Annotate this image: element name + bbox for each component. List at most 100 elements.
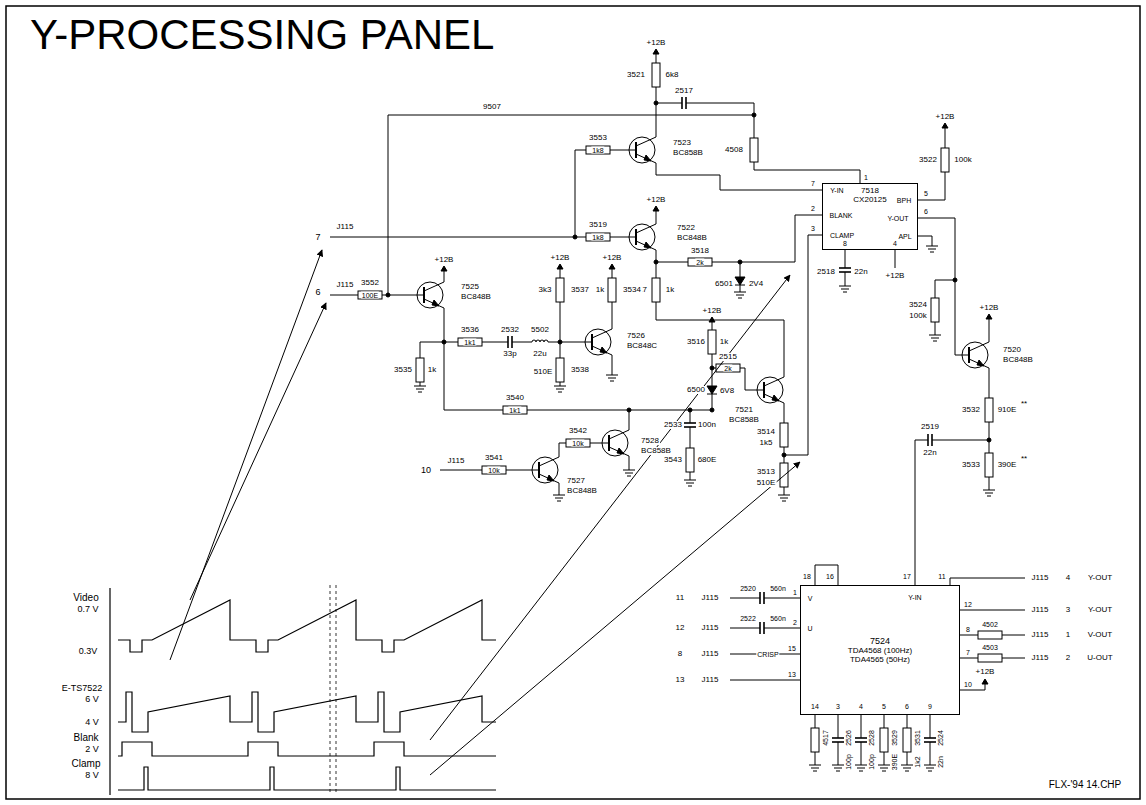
wire — [815, 565, 838, 585]
part-label: +12B — [702, 307, 723, 315]
part-label: 7 — [810, 180, 816, 187]
wire — [730, 628, 760, 629]
part-label: 1 — [1065, 631, 1071, 639]
wire — [845, 250, 846, 268]
part-label: J115 — [701, 650, 720, 658]
part-label: 1 — [792, 589, 798, 596]
signal-label: Clamp — [71, 759, 102, 769]
part-label: 9 — [927, 703, 933, 710]
wire — [420, 342, 444, 358]
wire — [590, 443, 595, 444]
leader-line — [430, 462, 800, 775]
supply-symbol — [609, 264, 615, 269]
axis-line — [109, 588, 110, 795]
resistor-symbol — [811, 728, 819, 752]
part-label: 2k — [723, 365, 732, 372]
part-label: 6500 — [686, 386, 706, 394]
part-label: BC858B — [672, 149, 704, 157]
ground-symbol — [414, 386, 426, 392]
part-label: BC858B — [728, 416, 760, 424]
wire — [656, 103, 682, 104]
part-label: 6 — [904, 703, 910, 710]
ic-number: 7524 — [870, 636, 890, 646]
wire — [764, 598, 800, 599]
wire — [935, 280, 955, 298]
part-label: Y-OUT — [1087, 606, 1113, 614]
part-label: 3541 — [484, 454, 504, 462]
part-label: 1k1 — [463, 339, 476, 346]
part-label: 2522 — [739, 615, 757, 622]
junction-dot — [710, 408, 714, 412]
wire — [330, 237, 586, 238]
resistor-symbol — [586, 146, 610, 154]
resistor-symbol — [652, 63, 660, 87]
part-label: 12 — [675, 624, 686, 632]
part-label: BC858B — [640, 447, 672, 455]
wire — [559, 443, 566, 457]
part-label: 4503 — [981, 644, 999, 651]
part-label: 3531 — [914, 729, 921, 747]
signal-label: 0.7 V — [76, 605, 99, 614]
part-label: 2515 — [718, 353, 738, 361]
wire — [960, 680, 985, 690]
wire — [950, 578, 1025, 585]
ground-symbol — [878, 765, 890, 771]
part-label: +12B — [602, 254, 623, 262]
part-label: 390E — [891, 753, 898, 771]
part-label: 2533 — [663, 421, 683, 429]
part-label: 3513 — [756, 468, 776, 476]
part-label: 560n — [769, 585, 787, 592]
part-label: 33p — [502, 350, 517, 358]
part-label: 4508 — [724, 146, 744, 154]
part-label: 16 — [825, 573, 835, 580]
capacitor-symbol — [508, 336, 512, 348]
junction-dot — [627, 408, 631, 412]
capacitor-symbol — [839, 268, 851, 272]
part-label: 7522 — [676, 224, 696, 232]
part-label: 22u — [532, 350, 547, 358]
signal-label: 2 V — [84, 745, 100, 754]
junction-dot — [953, 278, 957, 282]
video-waveform — [118, 600, 496, 652]
junction-dot — [442, 340, 446, 344]
part-label: 2 — [810, 205, 816, 212]
junction-dot — [573, 235, 577, 239]
resistor-symbol — [586, 233, 610, 241]
ground-symbol — [623, 470, 635, 476]
wire — [730, 598, 760, 599]
wire — [1002, 658, 1025, 659]
frame — [6, 6, 1140, 799]
part-label: 4 — [858, 703, 864, 710]
transistor-symbol — [750, 377, 784, 403]
part-label: CRISP — [756, 651, 779, 658]
part-label: 3532 — [961, 406, 981, 414]
part-label: 2 — [792, 619, 798, 626]
signal-label: FLX-'94 14.CHP — [1048, 780, 1123, 790]
part-label: 1k — [719, 338, 729, 346]
transistor-symbol — [622, 137, 656, 163]
part-label: 3 — [1065, 606, 1071, 614]
wire — [930, 715, 931, 738]
wire — [656, 163, 822, 190]
part-label: 22n — [853, 268, 868, 276]
wire — [918, 172, 945, 200]
wire — [512, 342, 532, 343]
part-label: 4 — [892, 240, 898, 247]
supply-symbol — [982, 679, 988, 684]
part-label: 3542 — [568, 427, 588, 435]
part-label: 2k — [695, 259, 704, 266]
wire — [861, 715, 862, 738]
part-label: 7521 — [734, 406, 754, 414]
wire — [629, 410, 630, 430]
transistor-symbol — [595, 430, 629, 456]
wire — [730, 680, 800, 681]
part-label: BC848C — [626, 342, 658, 350]
part-label: 13 — [675, 676, 686, 684]
blank-waveform — [118, 742, 496, 756]
part-label: 2V4 — [748, 280, 764, 288]
resistor-symbol — [941, 148, 949, 172]
part-label: 14 — [810, 703, 820, 710]
part-label: J115 — [1031, 606, 1050, 614]
ic-number: 7518 — [861, 186, 879, 195]
